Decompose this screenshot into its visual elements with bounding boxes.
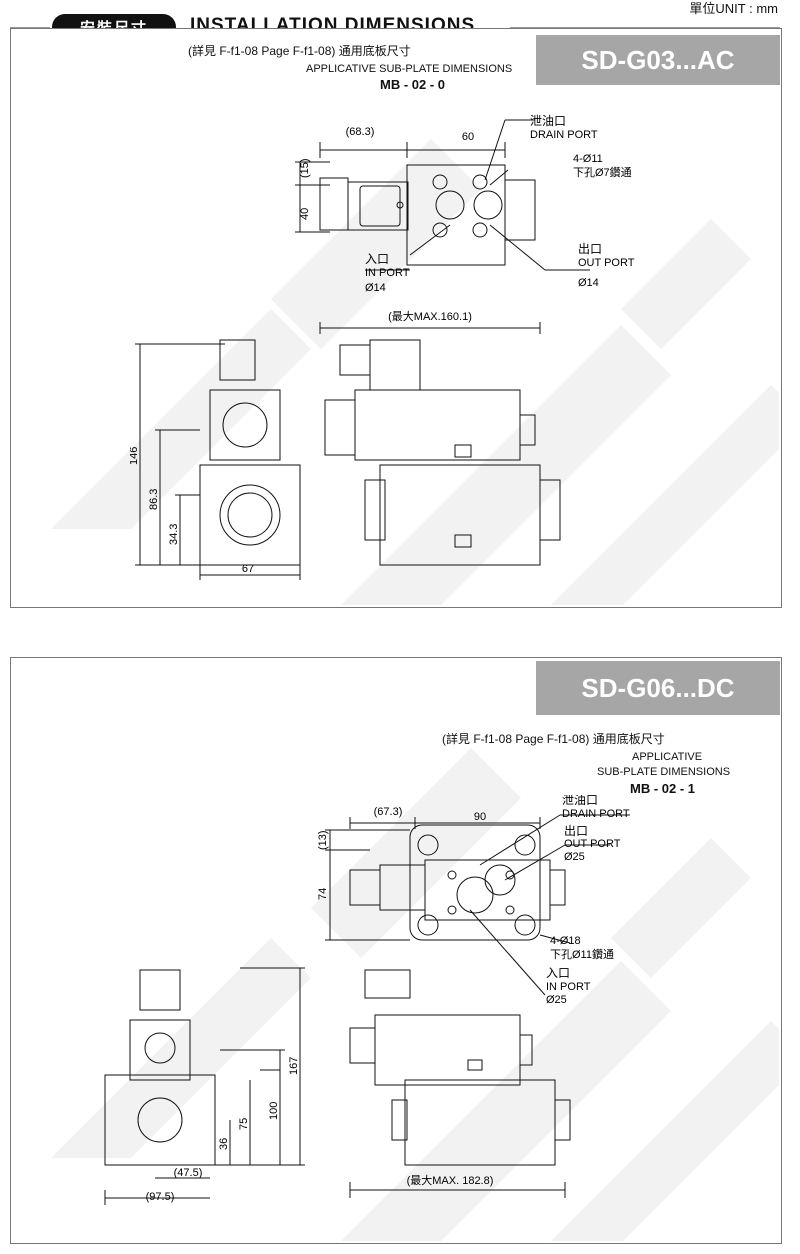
- dim-13: (13): [317, 830, 329, 850]
- dim-146: 146: [130, 447, 140, 465]
- dim-47: (47.5): [174, 1167, 203, 1179]
- dim-67: 67: [242, 563, 254, 575]
- dim-100: 100: [268, 1102, 280, 1120]
- valve-top-view-2: (67.3) 90 (13) 74 泄油口 DRAIN PORT 出口 OUT …: [317, 795, 630, 1006]
- dim-15: (15): [299, 158, 311, 178]
- out-label-cn-2: 出口: [564, 824, 588, 838]
- in-label-cn-1: 入口: [365, 252, 389, 266]
- out-label-en-1: OUT PORT: [578, 257, 635, 269]
- valve-side-view-2: 167 100 75 36 (47.5) (97.5) (最大MAX. 182.…: [104, 967, 571, 1205]
- out-label-en-2: OUT PORT: [564, 838, 621, 850]
- dim-max-2: (最大MAX. 182.8): [407, 1173, 494, 1187]
- drain-label-en-2: DRAIN PORT: [562, 808, 630, 820]
- in-label-cn-2: 入口: [546, 966, 570, 980]
- dim-max-1: (最大MAX.160.1): [388, 309, 472, 323]
- subplate-model-2: MB - 02 - 1: [630, 781, 696, 796]
- in-label-en-2: IN PORT: [546, 981, 591, 993]
- background-watermark-1: [51, 139, 779, 605]
- dim-90: 90: [474, 811, 486, 823]
- in-dia-2: Ø25: [546, 994, 567, 1006]
- model-title-sd-g06: SD-G06...DC: [536, 661, 780, 715]
- subplate-ref-2: (詳見 F-f1-08 Page F-f1-08) 通用底板尺寸: [442, 732, 665, 746]
- subplate-ref-1: (詳見 F-f1-08 Page F-f1-08) 通用底板尺寸: [188, 44, 411, 58]
- header-rule-right: [510, 27, 780, 28]
- out-dia-2: Ø25: [564, 851, 585, 863]
- dim-60: 60: [462, 131, 474, 143]
- in-dia-1: Ø14: [365, 282, 386, 294]
- dim-167: 167: [288, 1057, 300, 1075]
- valve-side-view-1: (最大MAX.160.1) 146 86.3 34.3 67: [130, 309, 561, 580]
- in-label-en-1: IN PORT: [365, 267, 410, 279]
- drain-label-en-1: DRAIN PORT: [530, 129, 598, 141]
- holes-label-2: 4-Ø18: [550, 935, 581, 947]
- dim-68: (68.3): [346, 126, 375, 138]
- dim-86: 86.3: [148, 489, 160, 510]
- dim-34: 34.3: [168, 524, 180, 545]
- dim-40: 40: [299, 208, 311, 220]
- subplate-en-2b: SUB-PLATE DIMENSIONS: [597, 766, 731, 778]
- model-title-sd-g03: SD-G03...AC: [536, 35, 780, 85]
- holes-cn-1: 下孔Ø7鑽通: [573, 165, 632, 179]
- subplate-en-2a: APPLICATIVE: [632, 751, 703, 763]
- holes-label-1: 4-Ø11: [573, 153, 603, 165]
- dim-74: 74: [317, 888, 329, 900]
- holes-cn-2: 下孔Ø11鑽通: [550, 947, 614, 961]
- dim-67-3: (67.3): [374, 806, 403, 818]
- dim-36: 36: [218, 1138, 230, 1150]
- unit-label: 單位UNIT : mm: [689, 1, 778, 16]
- drain-label-cn-1: 泄油口: [530, 114, 566, 128]
- subplate-en-1: APPLICATIVE SUB-PLATE DIMENSIONS: [306, 63, 513, 75]
- out-dia-1: Ø14: [578, 277, 599, 289]
- out-label-cn-1: 出口: [578, 242, 602, 256]
- dim-97: (97.5): [146, 1191, 175, 1203]
- dim-75: 75: [238, 1118, 250, 1130]
- header-rule: [10, 27, 50, 28]
- valve-top-view-1: (68.3) 60 (15) 40 泄油口 DRAIN PORT 4-Ø11 下…: [295, 114, 635, 294]
- subplate-model-1: MB - 02 - 0: [380, 77, 446, 92]
- drain-label-cn-2: 泄油口: [562, 795, 598, 807]
